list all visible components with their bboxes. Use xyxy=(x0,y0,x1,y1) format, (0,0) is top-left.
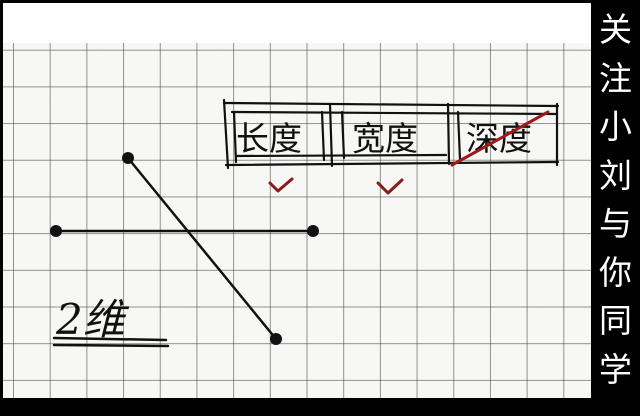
caption-underline-2 xyxy=(52,343,170,348)
banner-char: 你 xyxy=(599,252,632,292)
frame-bottom-border xyxy=(0,398,640,416)
paper-top-margin xyxy=(3,3,591,43)
box-inner-3 xyxy=(340,110,346,160)
box-inner-2 xyxy=(320,110,326,162)
grid-paper xyxy=(3,3,591,398)
box-outline-bottom xyxy=(224,160,560,167)
banner-char: 同 xyxy=(599,301,632,340)
side-banner: 关 注 小 刘 与 你 同 学 xyxy=(591,0,640,416)
endpoint-left xyxy=(50,225,62,237)
dimension-boxes xyxy=(222,98,560,170)
label-length: 长度 xyxy=(236,119,302,158)
box-inner-top xyxy=(230,110,558,116)
frame-left-border xyxy=(0,0,3,416)
box-inner-bottom xyxy=(234,153,448,158)
banner-char: 刘 xyxy=(599,155,632,195)
box-inner-left xyxy=(232,110,238,164)
caption-2d: 2维 xyxy=(56,295,125,344)
box-left-edge xyxy=(222,98,230,170)
endpoint-bottom xyxy=(270,333,282,345)
banner-char: 小 xyxy=(599,107,632,146)
banner-char: 注 xyxy=(599,58,632,98)
box-inner-4 xyxy=(456,110,462,162)
label-width: 宽度 xyxy=(352,119,418,158)
strike-depth xyxy=(450,110,550,167)
check-mark-length xyxy=(268,177,294,193)
caption-underline xyxy=(52,336,168,342)
box-outline xyxy=(222,101,560,108)
check-mark-width xyxy=(376,178,404,195)
endpoint-top xyxy=(122,152,134,164)
banner-char: 学 xyxy=(599,349,632,389)
banner-char: 关 xyxy=(599,10,632,49)
banner-char: 与 xyxy=(599,204,632,243)
frame-top-border xyxy=(0,0,640,3)
endpoint-right xyxy=(307,225,319,237)
diagonal-segment xyxy=(127,157,277,340)
